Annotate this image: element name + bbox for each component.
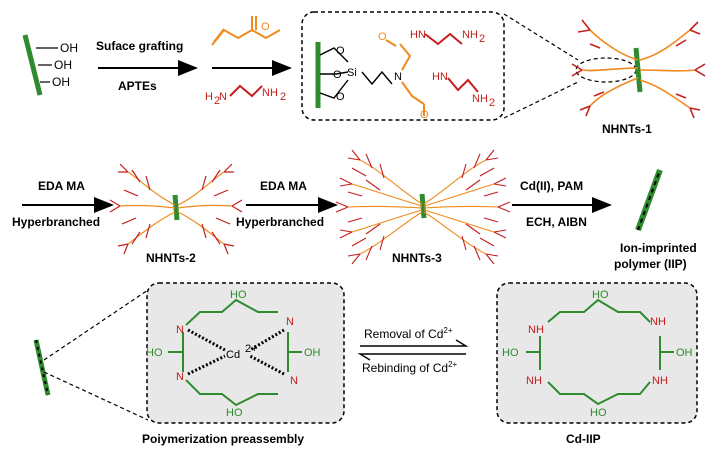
product2-label: NHNTs-2 (146, 251, 196, 265)
product4-line1: Ion-imprinted (620, 241, 697, 255)
svg-text:NH: NH (262, 87, 278, 99)
svg-text:HO: HO (590, 407, 607, 419)
ester-oxygen: O (261, 21, 270, 33)
nhnts3-schematic (335, 149, 511, 265)
cavity-structure: NH NH NH NH HO HO HO OH (502, 289, 693, 419)
product3-label: NHNTs-3 (392, 251, 442, 265)
oh-label-2: OH (54, 58, 72, 72)
product1-label: NHNTs-1 (602, 122, 652, 136)
svg-text:O: O (333, 69, 342, 81)
iip-tube-small (33, 339, 51, 396)
svg-text:HO: HO (230, 289, 247, 301)
svg-text:NH: NH (526, 375, 542, 387)
svg-text:OH: OH (676, 347, 693, 359)
svg-text:2: 2 (479, 33, 485, 45)
step1-top-label: Suface grafting (96, 39, 183, 53)
callout-line-bottom (503, 81, 579, 119)
step4-bottom-label: ECH, AIBN (526, 215, 587, 229)
equilibrium-arrows (357, 339, 469, 361)
svg-text:HN: HN (432, 71, 448, 83)
callout-line-3b (43, 371, 149, 421)
svg-text:N: N (394, 71, 402, 83)
svg-text:N: N (286, 316, 294, 328)
svg-text:NH: NH (462, 29, 478, 41)
svg-text:NH: NH (650, 316, 666, 328)
svg-text:O: O (336, 91, 345, 103)
svg-text:2: 2 (489, 97, 495, 109)
svg-text:OH: OH (304, 347, 321, 359)
methyl-acrylate-structure (211, 16, 281, 46)
svg-text:O: O (420, 109, 429, 121)
svg-text:2+: 2+ (245, 343, 258, 355)
svg-text:O: O (378, 31, 387, 43)
step3-top-label: EDA MA (260, 179, 307, 193)
step2-bottom-label: Hyperbranched (12, 215, 100, 229)
eda-structure: H 2 N NH 2 (205, 84, 286, 107)
step4-top-label: Cd(II), PAM (520, 179, 583, 193)
nhnts1-schematic (571, 19, 706, 119)
svg-text:N: N (176, 371, 184, 383)
svg-text:HO: HO (592, 289, 609, 301)
preassembly-box (146, 282, 345, 424)
removal-label: Removal of Cd2+ (364, 326, 453, 341)
callout-line-3a (43, 289, 149, 361)
svg-text:2: 2 (280, 91, 286, 103)
step1-bottom-label: APTEs (118, 79, 157, 93)
svg-text:H: H (205, 91, 213, 103)
svg-text:N: N (176, 324, 184, 336)
svg-text:HO: HO (502, 347, 519, 359)
svg-text:NH: NH (472, 93, 488, 105)
callout-line-top (503, 13, 579, 61)
iip-tube (635, 168, 663, 232)
svg-text:Cd: Cd (226, 349, 240, 361)
svg-text:HO: HO (226, 407, 243, 419)
grafted-structure: O O O Si N O HN NH 2 O HN NH 2 (315, 29, 495, 121)
preassembly-complex: N N N N HO HO HO OH Cd 2+ (146, 289, 321, 419)
rebinding-label: Rebinding of Cd2+ (362, 360, 458, 375)
step3-bottom-label: Hyperbranched (236, 215, 324, 229)
svg-text:Si: Si (347, 67, 357, 79)
nhnts2-schematic (109, 163, 243, 255)
svg-text:N: N (219, 91, 227, 103)
svg-text:2: 2 (214, 95, 220, 107)
svg-text:N: N (290, 375, 298, 387)
oh-label-3: OH (52, 75, 70, 89)
nanotube-start: OH OH OH (22, 34, 78, 96)
caption-cd-iip: Cd-IIP (566, 432, 601, 446)
oh-label-1: OH (60, 41, 78, 55)
zoom-box-grafted (301, 11, 505, 121)
svg-text:O: O (336, 45, 345, 57)
step2-top-label: EDA MA (38, 179, 85, 193)
svg-text:NH: NH (652, 375, 668, 387)
svg-text:HN: HN (410, 29, 426, 41)
svg-text:NH: NH (528, 324, 544, 336)
caption-preassembly: Poiymerization preassembly (142, 432, 304, 446)
svg-text:HO: HO (146, 347, 163, 359)
product4-line2: polymer (IIP) (614, 257, 687, 271)
